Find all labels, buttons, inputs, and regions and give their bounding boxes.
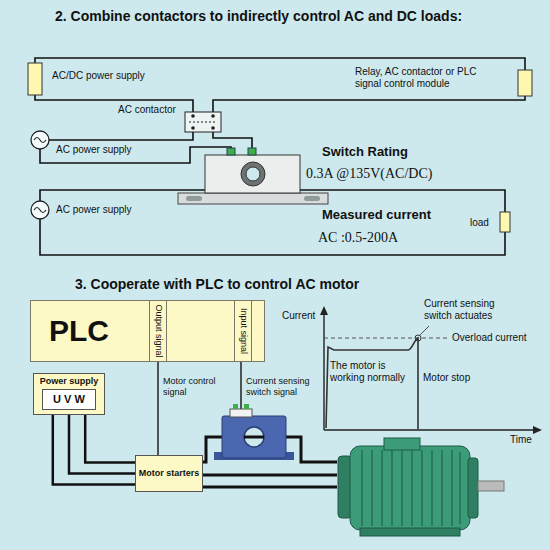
ac-source-symbol	[31, 131, 49, 149]
contactor-symbol	[185, 112, 221, 132]
overload-level	[324, 338, 448, 339]
control-module-symbol	[518, 70, 532, 96]
measured-wire	[40, 190, 505, 255]
motor-wire	[244, 436, 264, 439]
motor-body	[350, 446, 470, 530]
current-sensor-body	[205, 155, 300, 193]
sensor-base-plate	[178, 193, 328, 204]
ac-wave	[34, 208, 46, 213]
plc-title: PLC	[49, 316, 109, 346]
motor-shaft	[478, 481, 504, 491]
actuation-point	[415, 335, 421, 341]
contact-dot	[191, 114, 195, 118]
signal-band: Output signal	[149, 301, 167, 361]
sensor-hole	[244, 427, 264, 447]
contact-dot	[191, 126, 195, 130]
signal-label: Current sensing switch signal	[246, 376, 318, 398]
section-heading: 2. Combine contactors to indirectly cont…	[55, 8, 462, 25]
control-loop-wire	[35, 58, 525, 112]
supply-label: AC/DC power supply	[52, 70, 145, 82]
ac-source-symbol	[31, 201, 49, 219]
current-curve	[326, 338, 418, 429]
power-supply-box: Power supply U V W	[33, 373, 105, 415]
leader-line	[420, 326, 429, 335]
axis-arrow	[533, 426, 542, 434]
motor-wire	[195, 474, 337, 477]
sensor-terminal	[227, 148, 235, 155]
sensor-hole	[241, 162, 265, 186]
mount-slot	[304, 196, 320, 201]
signal-band: Input signal	[234, 301, 252, 361]
load-symbol	[500, 212, 510, 232]
motor-wire	[195, 486, 337, 489]
connector	[157, 361, 159, 455]
spec-value: AC :0.5-200A	[318, 230, 398, 247]
section-heading: 3. Cooperate with PLC to control AC moto…	[75, 276, 359, 293]
connector	[69, 410, 135, 474]
phase-names: U V W	[53, 393, 85, 405]
chart-note: The motor is working normally	[330, 360, 414, 384]
part-label: load	[470, 217, 489, 229]
signal-label: Motor control signal	[163, 376, 233, 398]
ac-wave	[34, 138, 46, 143]
motor-feet	[360, 528, 460, 536]
signal-name: Input signal	[239, 308, 248, 354]
motor-starter-box: Motor starters	[135, 455, 203, 492]
sensor-terminal	[244, 404, 249, 409]
connector	[85, 410, 135, 462]
plc-box: PLC Output signal Input signal	[30, 300, 265, 362]
motor-fins	[362, 450, 460, 526]
supply-label: AC power supply	[56, 204, 132, 216]
power-source-symbol	[28, 63, 42, 95]
supply-label: AC power supply	[56, 144, 132, 156]
sensor-terminal	[248, 148, 256, 155]
spec-heading: Measured current	[322, 207, 431, 223]
motor-terminal-box	[384, 438, 420, 450]
chart-note: Motor stop	[423, 372, 470, 384]
chart-note: Current sensing switch actuates	[424, 298, 514, 322]
contact-dot	[211, 114, 215, 118]
contactor-link	[189, 122, 217, 123]
spec-value: 0.3A @135V(AC/DC)	[306, 166, 432, 183]
box-title: Power supply	[34, 374, 104, 387]
sensor-terminal	[233, 404, 238, 409]
mount-slot	[186, 196, 202, 201]
chart-axes	[324, 312, 536, 430]
motor-end-cap	[468, 458, 478, 518]
input-signal-wire	[240, 358, 242, 409]
phase-terminal-box: U V W	[42, 389, 96, 410]
axis-label: Time	[510, 434, 532, 446]
axis-label: Current	[282, 310, 315, 322]
contact-dot	[211, 126, 215, 130]
terminal-block	[230, 409, 252, 417]
part-label: AC contactor	[118, 104, 176, 116]
signal-name: Output signal	[154, 304, 163, 357]
axis-arrow	[320, 306, 328, 315]
module-label: Relay, AC contactor or PLC signal contro…	[355, 66, 500, 90]
current-sensor-body	[222, 416, 286, 458]
supply-wire	[49, 132, 193, 140]
box-title: Motor starters	[139, 468, 200, 479]
connector	[53, 410, 135, 485]
spec-heading: Switch Rating	[322, 144, 408, 160]
chart-note: Overload current	[452, 332, 526, 344]
sensor-hole-inner	[246, 167, 260, 181]
